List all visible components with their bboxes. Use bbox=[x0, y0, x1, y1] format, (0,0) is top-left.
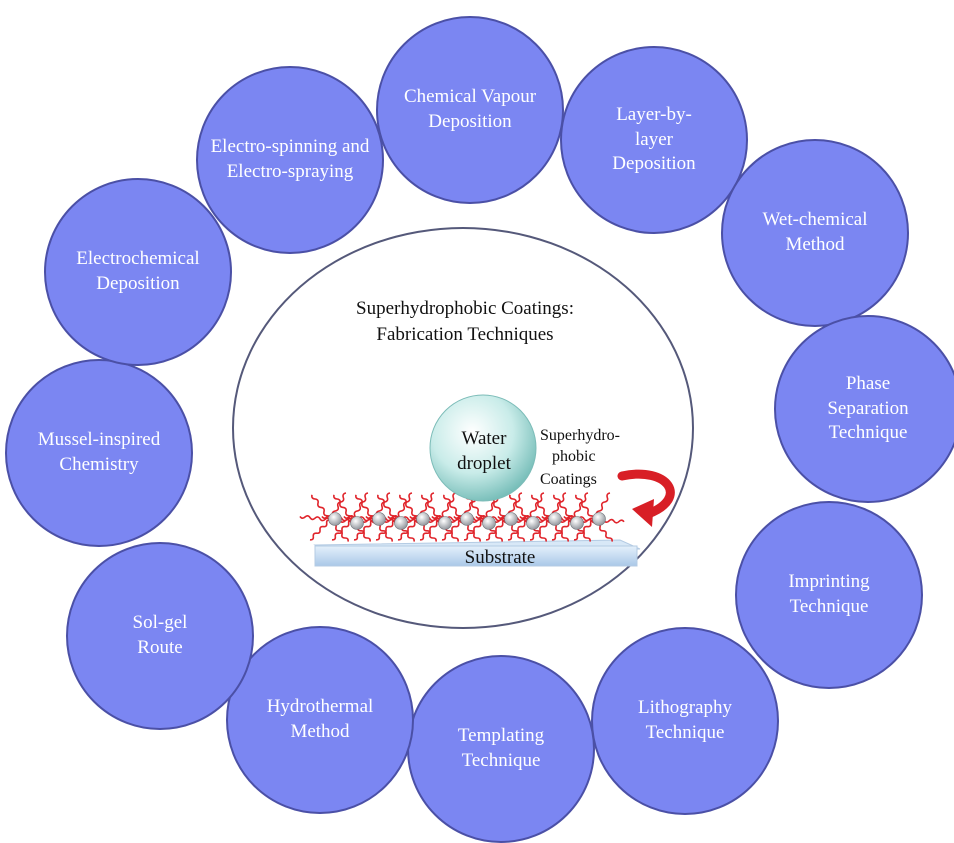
polymer-chain bbox=[375, 519, 397, 541]
substrate-label: Substrate bbox=[465, 547, 536, 568]
technique-label: Layer-by- layer Deposition bbox=[612, 103, 696, 175]
nanoparticle bbox=[548, 512, 562, 526]
technique-label: Chemical Vapour Deposition bbox=[403, 86, 537, 132]
water-droplet bbox=[429, 394, 537, 502]
polymer-chain bbox=[551, 519, 573, 541]
polymer-chain bbox=[529, 519, 551, 541]
polymer-chain bbox=[573, 519, 595, 541]
polymer-chain bbox=[443, 494, 463, 521]
nanoparticle bbox=[460, 512, 474, 526]
polymer-chain bbox=[377, 494, 397, 521]
technique-label: Electro-spinning and Electro-spraying bbox=[210, 136, 370, 182]
polymer-chain bbox=[421, 494, 441, 521]
curved-arrow-icon bbox=[617, 469, 675, 519]
technique-electrospinning-electrospraying: Electro-spinning and Electro-spraying bbox=[196, 66, 384, 254]
droplet-label-line2: droplet bbox=[457, 453, 512, 474]
polymer-chain bbox=[333, 494, 353, 521]
polymer-chain bbox=[531, 494, 551, 521]
nanoparticle bbox=[570, 516, 584, 530]
nanoparticle bbox=[482, 516, 496, 530]
nanoparticle bbox=[526, 516, 540, 530]
polymer-chain bbox=[331, 519, 353, 541]
technique-sol-gel-route: Sol-gel Route bbox=[66, 542, 254, 730]
polymer-chain bbox=[397, 519, 419, 541]
coating-label-line1: Superhydro- bbox=[540, 427, 620, 444]
technique-label: Mussel-inspired Chemistry bbox=[37, 429, 161, 475]
polymer-chain bbox=[399, 494, 419, 521]
technique-mussel-inspired-chemistry: Mussel-inspired Chemistry bbox=[5, 359, 193, 547]
technique-label: Hydrothermal Method bbox=[266, 696, 374, 742]
nanoparticle bbox=[504, 512, 518, 526]
polymer-chain bbox=[509, 494, 529, 521]
technique-templating: Templating Technique bbox=[407, 655, 595, 843]
technique-label: Imprinting Technique bbox=[788, 571, 870, 617]
polymer-chain bbox=[395, 492, 413, 521]
polymer-chain bbox=[355, 494, 375, 521]
polymer-chain bbox=[351, 492, 369, 521]
nanoparticle bbox=[416, 512, 430, 526]
polymer-chain bbox=[553, 494, 573, 521]
technique-label: Lithography Technique bbox=[638, 697, 732, 743]
technique-label: Electrochemical Deposition bbox=[76, 248, 200, 294]
coating-label-line3: Coatings bbox=[540, 471, 597, 488]
polymer-chain bbox=[527, 492, 545, 521]
technique-layer-by-layer-deposition: Layer-by- layer Deposition bbox=[560, 46, 748, 234]
center-title: Superhydrophobic Coatings: Fabrication T… bbox=[300, 296, 630, 347]
polymer-chain bbox=[419, 519, 441, 541]
substrate-slab bbox=[314, 545, 638, 567]
polymer-chain bbox=[311, 494, 331, 521]
polymer-chain bbox=[571, 492, 589, 521]
nanoparticle bbox=[372, 512, 386, 526]
polymer-chain bbox=[299, 515, 331, 522]
polymer-chain bbox=[507, 519, 529, 541]
arrow-head-icon bbox=[632, 499, 654, 527]
coating-label-line2: phobic bbox=[552, 448, 596, 465]
nanoparticle bbox=[394, 516, 408, 530]
technique-label: Sol-gel Route bbox=[132, 612, 188, 658]
center-title-line2: Fabrication Techniques bbox=[376, 323, 554, 345]
polymer-chain bbox=[441, 519, 463, 541]
technique-label: Wet-chemical Method bbox=[762, 209, 868, 255]
technique-phase-separation: Phase Separation Technique bbox=[774, 315, 954, 503]
technique-lithography: Lithography Technique bbox=[591, 627, 779, 815]
polymer-chain bbox=[439, 492, 457, 521]
technique-label: Templating Technique bbox=[457, 725, 545, 771]
nanoparticle bbox=[438, 516, 452, 530]
nanoparticle bbox=[592, 512, 606, 526]
technique-label: Phase Separation Technique bbox=[827, 372, 909, 444]
technique-wet-chemical-method: Wet-chemical Method bbox=[721, 139, 909, 327]
polymer-chain bbox=[463, 519, 485, 541]
nanoparticles bbox=[328, 512, 606, 530]
nanoparticle bbox=[328, 512, 342, 526]
polymer-chain bbox=[575, 494, 595, 521]
polymer-chain bbox=[309, 519, 331, 541]
technique-electrochemical-deposition: Electrochemical Deposition bbox=[44, 178, 232, 366]
technique-imprinting: Imprinting Technique bbox=[735, 501, 923, 689]
polymer-chain bbox=[485, 519, 507, 541]
center-title-line1: Superhydrophobic Coatings: bbox=[356, 298, 574, 319]
droplet-label-line1: Water bbox=[462, 428, 508, 449]
technique-chemical-vapour-deposition: Chemical Vapour Deposition bbox=[376, 16, 564, 204]
technique-hydrothermal-method: Hydrothermal Method bbox=[226, 626, 414, 814]
polymer-chain bbox=[353, 519, 375, 541]
nanoparticle bbox=[350, 516, 364, 530]
